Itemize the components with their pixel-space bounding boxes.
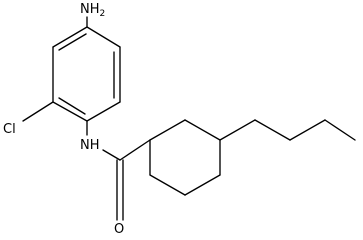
ring-bond-c3-c4: [86, 101, 121, 122]
ring-double-bond-inner-3: [58, 33, 87, 51]
cyclohexane-bond-3: [184, 174, 221, 196]
cyclohexane-bond-6: [149, 119, 186, 141]
ring-bond-c1-c2: [86, 26, 121, 48]
bond-ring-to-chloro: [22, 101, 54, 122]
butyl-chain: [219, 119, 356, 141]
butyl-bond-3: [289, 119, 326, 141]
ring-bond-c6-c1: [52, 26, 88, 48]
amino-h-count: 2: [100, 9, 106, 19]
cyclohexane-bond-5: [184, 119, 221, 141]
benzene-ring: [52, 26, 121, 122]
bond-carbonyl-c-to-ring: [119, 139, 151, 161]
amino-n-text: NH: [80, 2, 100, 17]
butyl-bond-4: [324, 119, 356, 141]
bond-amide-n-to-carbonyl-c: [102, 149, 121, 161]
chloro-label: Cl: [3, 122, 16, 137]
carbonyl-o-label: O: [114, 222, 124, 237]
ring-bond-c4-c5: [52, 101, 88, 122]
butyl-bond-2: [254, 119, 291, 141]
cyclohexane-ring: [149, 119, 221, 196]
amino-group-label: NH2: [80, 2, 105, 19]
butyl-bond-1: [219, 119, 256, 141]
cyclohexane-bond-2: [149, 174, 186, 196]
ring-double-bond-inner-2: [58, 97, 86, 115]
amide-nh-label: NH: [80, 138, 100, 153]
